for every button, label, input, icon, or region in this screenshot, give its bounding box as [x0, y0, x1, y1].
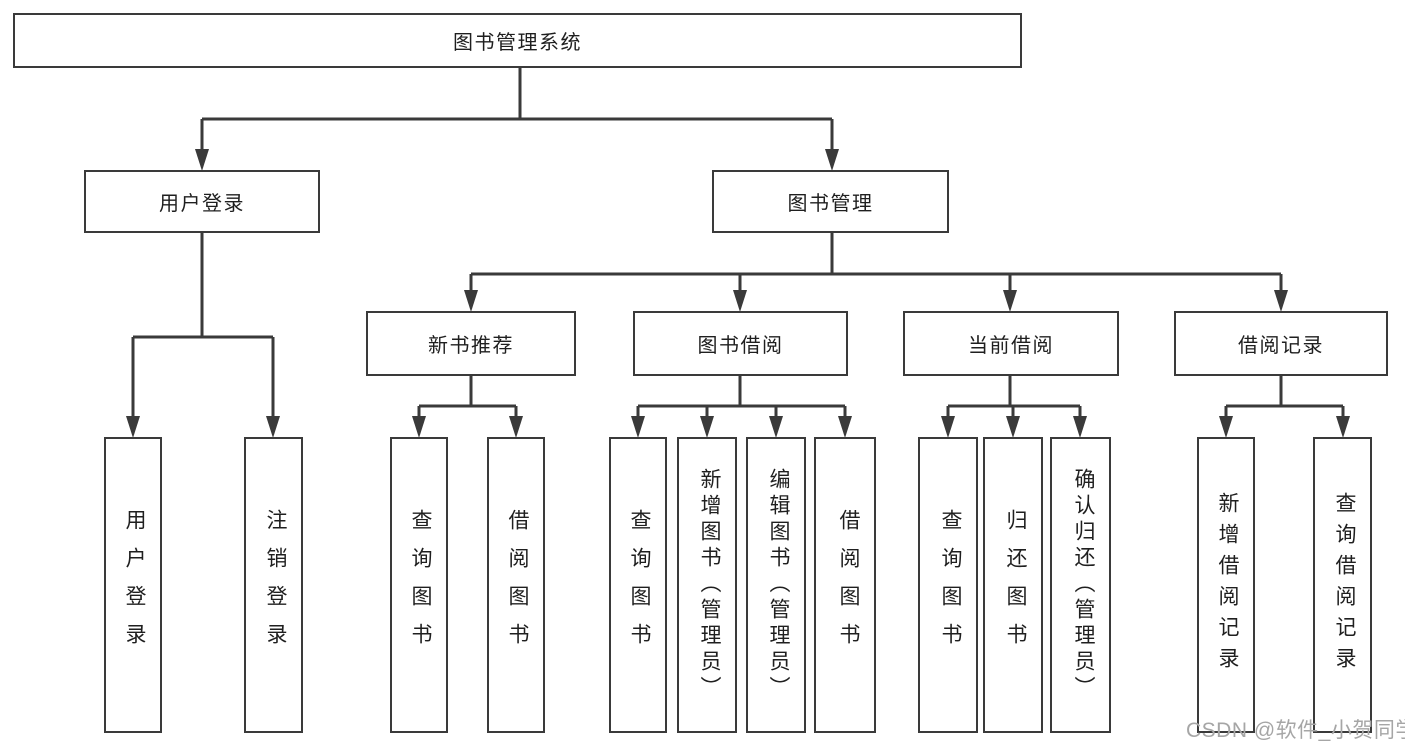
node-br-query-record: 查询借阅记录 — [1313, 437, 1372, 733]
node-br-add-record: 新增借阅记录 — [1197, 437, 1255, 733]
node-leaf-logout: 注销登录 — [244, 437, 303, 733]
node-bb-borrow-book: 借阅图书 — [814, 437, 876, 733]
node-bb-query-book: 查询图书 — [609, 437, 667, 733]
node-root: 图书管理系统 — [13, 13, 1022, 68]
node-bb-add-book: 新增图书（管理员） — [677, 437, 737, 733]
node-bb-edit-book: 编辑图书（管理员） — [746, 437, 806, 733]
edge-borrow-record-children — [1219, 376, 1350, 438]
node-cb-return-book: 归还图书 — [983, 437, 1043, 733]
node-current-borrow: 当前借阅 — [903, 311, 1119, 376]
edge-user-login-children — [126, 233, 280, 438]
watermark: CSDN @软件_小贺同学 — [1186, 719, 1405, 742]
node-rec-query-book: 查询图书 — [390, 437, 448, 733]
edge-book-mgmt-children — [464, 233, 1288, 312]
node-cb-query-book: 查询图书 — [918, 437, 978, 733]
node-new-book-rec: 新书推荐 — [366, 311, 576, 376]
edge-current-borrow-children — [941, 376, 1087, 438]
node-cb-confirm-return: 确认归还（管理员） — [1050, 437, 1111, 733]
node-rec-borrow-book: 借阅图书 — [487, 437, 545, 733]
node-book-mgmt: 图书管理 — [712, 170, 949, 233]
edge-root-to-level2 — [195, 68, 839, 171]
node-user-login: 用户登录 — [84, 170, 320, 233]
node-borrow-record: 借阅记录 — [1174, 311, 1388, 376]
node-leaf-user-login: 用户登录 — [104, 437, 162, 733]
node-book-borrow: 图书借阅 — [633, 311, 848, 376]
edge-new-book-rec-children — [412, 376, 523, 438]
edge-book-borrow-children — [631, 376, 852, 438]
